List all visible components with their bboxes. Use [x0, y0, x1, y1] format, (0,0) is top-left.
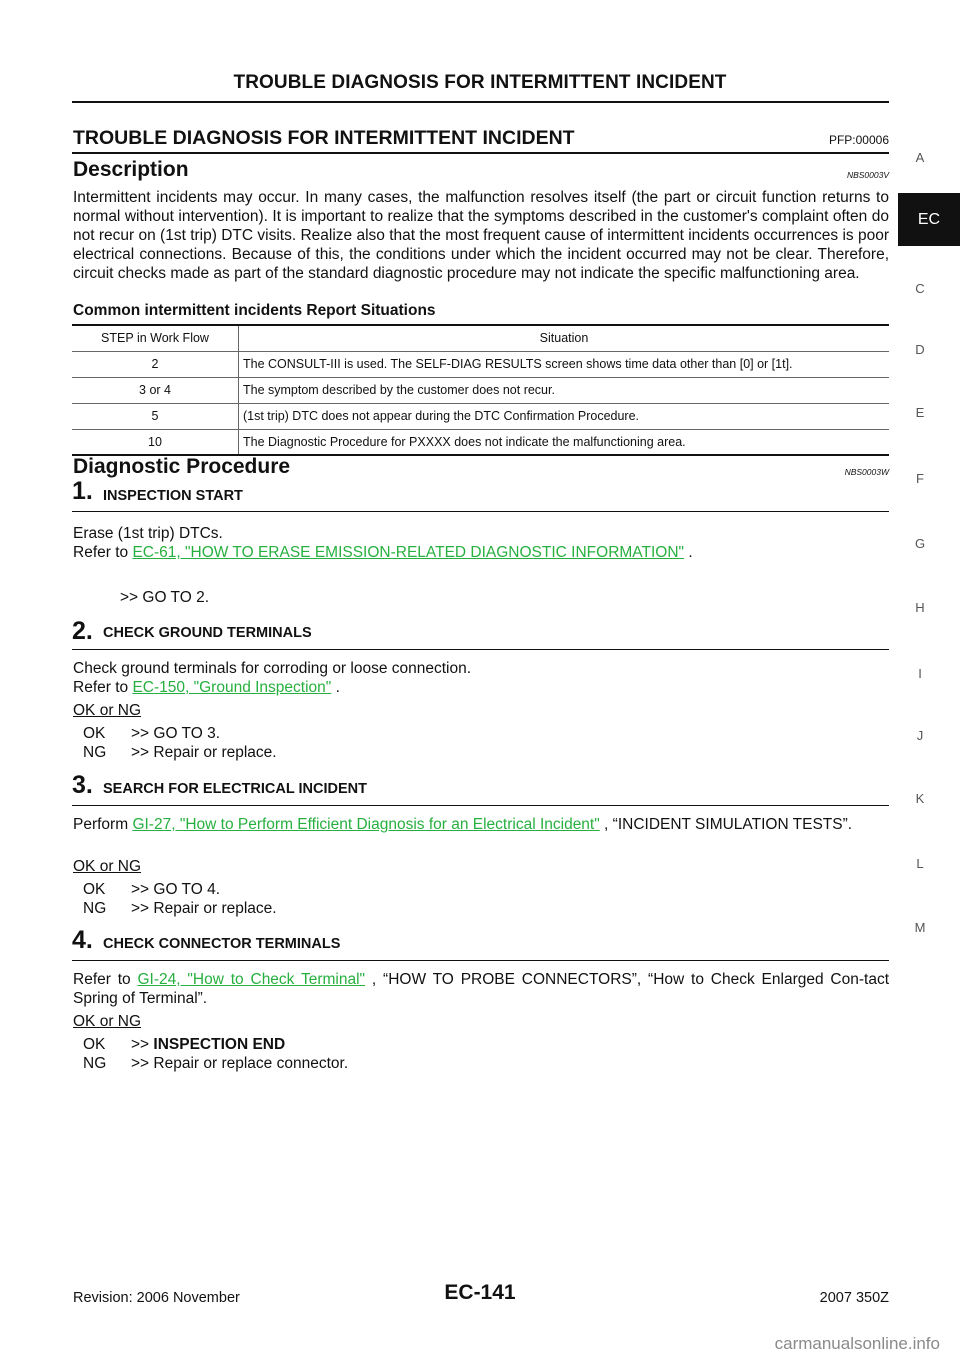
- step-1-link[interactable]: EC-61, "HOW TO ERASE EMISSION-RELATED DI…: [132, 544, 685, 561]
- footer-revision: Revision: 2006 November: [73, 1290, 240, 1306]
- ng-action: >> Repair or replace.: [131, 744, 277, 761]
- situation-cell: (1st trip) DTC does not appear during th…: [238, 403, 889, 430]
- step-2-ok-result: OK >> GO TO 3.: [83, 725, 220, 743]
- section-title: TROUBLE DIAGNOSIS FOR INTERMITTENT INCID…: [73, 127, 575, 149]
- side-tab-i[interactable]: I: [918, 666, 922, 681]
- step-1-instruction: Erase (1st trip) DTCs.: [73, 525, 223, 542]
- footer-page-number: EC-141: [444, 1281, 516, 1304]
- ng-key: NG: [83, 744, 107, 761]
- step-4-number: 4.: [72, 926, 93, 954]
- description-body: Intermittent incidents may occur. In man…: [73, 189, 889, 282]
- step-3-number: 3.: [72, 771, 93, 799]
- perform-suffix: , “INCIDENT SIMULATION TESTS”.: [599, 816, 853, 833]
- side-tab-a[interactable]: A: [915, 150, 925, 165]
- side-tab-d[interactable]: D: [915, 342, 925, 357]
- ok-key: OK: [83, 725, 106, 742]
- running-header: TROUBLE DIAGNOSIS FOR INTERMITTENT INCID…: [233, 72, 727, 93]
- step-2-ok-or-ng: OK or NG: [73, 702, 142, 719]
- step-3-link[interactable]: GI-27, "How to Perform Efficient Diagnos…: [132, 816, 600, 833]
- report-situations-heading: Common intermittent incidents Report Sit…: [73, 302, 436, 319]
- refer-prefix: Refer to: [73, 679, 133, 696]
- description-heading: Description: [73, 158, 189, 181]
- step-1-title: INSPECTION START: [103, 488, 243, 504]
- step-4-ok-result: OK >> INSPECTION END: [83, 1036, 285, 1054]
- ok-action: >> GO TO 4.: [131, 881, 221, 898]
- column-header-step: STEP in Work Flow: [72, 324, 239, 352]
- ok-key: OK: [83, 1036, 106, 1053]
- pfp-code: PFP:00006: [828, 133, 889, 147]
- ok-key: OK: [83, 881, 106, 898]
- step-2-rule: [72, 649, 889, 650]
- step-cell: 10: [72, 429, 239, 456]
- ok-action-prefix: >>: [131, 1036, 154, 1053]
- table-row: 2 The CONSULT-III is used. The SELF-DIAG…: [72, 351, 889, 378]
- side-tab-e[interactable]: E: [915, 405, 925, 420]
- perform-prefix: Perform: [73, 816, 133, 833]
- side-tab-k[interactable]: K: [915, 791, 925, 806]
- step-1-number: 1.: [72, 477, 93, 505]
- situation-cell: The CONSULT-III is used. The SELF-DIAG R…: [238, 351, 889, 378]
- situation-cell: The symptom described by the customer do…: [238, 377, 889, 404]
- header-rule: [72, 101, 889, 103]
- side-tab-j[interactable]: J: [916, 728, 924, 743]
- step-4-title: CHECK CONNECTOR TERMINALS: [103, 936, 341, 952]
- table-header-row: STEP in Work Flow Situation: [72, 324, 889, 352]
- step-3-title: SEARCH FOR ELECTRICAL INCIDENT: [103, 781, 367, 797]
- inspection-end-label: INSPECTION END: [153, 1036, 286, 1053]
- step-2-number: 2.: [72, 617, 93, 645]
- ng-action: >> Repair or replace connector.: [131, 1055, 349, 1072]
- step-4-instruction: Refer to GI-24, "How to Check Terminal" …: [73, 970, 889, 1008]
- step-1-reference: Refer to EC-61, "HOW TO ERASE EMISSION-R…: [73, 543, 693, 562]
- description-code: NBS0003V: [846, 170, 889, 180]
- footer-model: 2007 350Z: [819, 1290, 889, 1306]
- step-4-rule: [72, 960, 889, 961]
- side-tab-g[interactable]: G: [914, 536, 926, 551]
- side-tab-f[interactable]: F: [916, 471, 924, 486]
- step-4-ng-result: NG >> Repair or replace connector.: [83, 1055, 348, 1073]
- refer-suffix: .: [331, 679, 340, 696]
- step-2-title: CHECK GROUND TERMINALS: [103, 625, 312, 641]
- step-4-ok-or-ng: OK or NG: [73, 1013, 142, 1030]
- step-cell: 3 or 4: [72, 377, 239, 404]
- step-1-goto: >> GO TO 2.: [120, 589, 210, 606]
- step-cell: 2: [72, 351, 239, 378]
- step-2-link[interactable]: EC-150, "Ground Inspection": [132, 679, 332, 696]
- step-3-rule: [72, 805, 889, 806]
- step-1-rule: [72, 511, 889, 512]
- ok-action: >> GO TO 3.: [131, 725, 221, 742]
- refer-prefix: Refer to: [73, 544, 133, 561]
- step-2-ng-result: NG >> Repair or replace.: [83, 744, 277, 762]
- ng-key: NG: [83, 900, 107, 917]
- situations-table: STEP in Work Flow Situation 2 The CONSUL…: [72, 324, 889, 456]
- step-3-ok-or-ng: OK or NG: [73, 858, 142, 875]
- side-tab-ec-active[interactable]: EC: [898, 193, 960, 246]
- step-4-link[interactable]: GI-24, "How to Check Terminal": [137, 971, 366, 988]
- situation-cell: The Diagnostic Procedure for PXXXX does …: [238, 429, 889, 456]
- side-tab-m[interactable]: M: [914, 920, 926, 935]
- refer-suffix: .: [684, 544, 693, 561]
- step-3-instruction: Perform GI-27, "How to Perform Efficient…: [73, 815, 889, 834]
- watermark: carmanualsonline.info: [774, 1334, 940, 1353]
- ng-key: NG: [83, 1055, 107, 1072]
- table-row: 5 (1st trip) DTC does not appear during …: [72, 403, 889, 430]
- refer-suffix: , “HOW TO PROBE CONNECTORS”, “How to Che…: [73, 971, 889, 1007]
- side-tab-c[interactable]: C: [915, 281, 925, 296]
- ng-action: >> Repair or replace.: [131, 900, 277, 917]
- title-rule: [72, 152, 889, 154]
- side-tab-h[interactable]: H: [915, 600, 925, 615]
- side-tab-l[interactable]: L: [916, 856, 924, 871]
- step-2-instruction: Check ground terminals for corroding or …: [73, 660, 472, 677]
- step-2-reference: Refer to EC-150, "Ground Inspection" .: [73, 678, 340, 697]
- table-row: 3 or 4 The symptom described by the cust…: [72, 377, 889, 404]
- step-3-ng-result: NG >> Repair or replace.: [83, 900, 277, 918]
- table-row: 10 The Diagnostic Procedure for PXXXX do…: [72, 429, 889, 456]
- diagnostic-heading: Diagnostic Procedure: [73, 455, 291, 478]
- refer-prefix: Refer to: [73, 971, 138, 988]
- step-cell: 5: [72, 403, 239, 430]
- diagnostic-code: NBS0003W: [844, 467, 889, 477]
- step-3-ok-result: OK >> GO TO 4.: [83, 881, 220, 899]
- column-header-situation: Situation: [238, 324, 889, 352]
